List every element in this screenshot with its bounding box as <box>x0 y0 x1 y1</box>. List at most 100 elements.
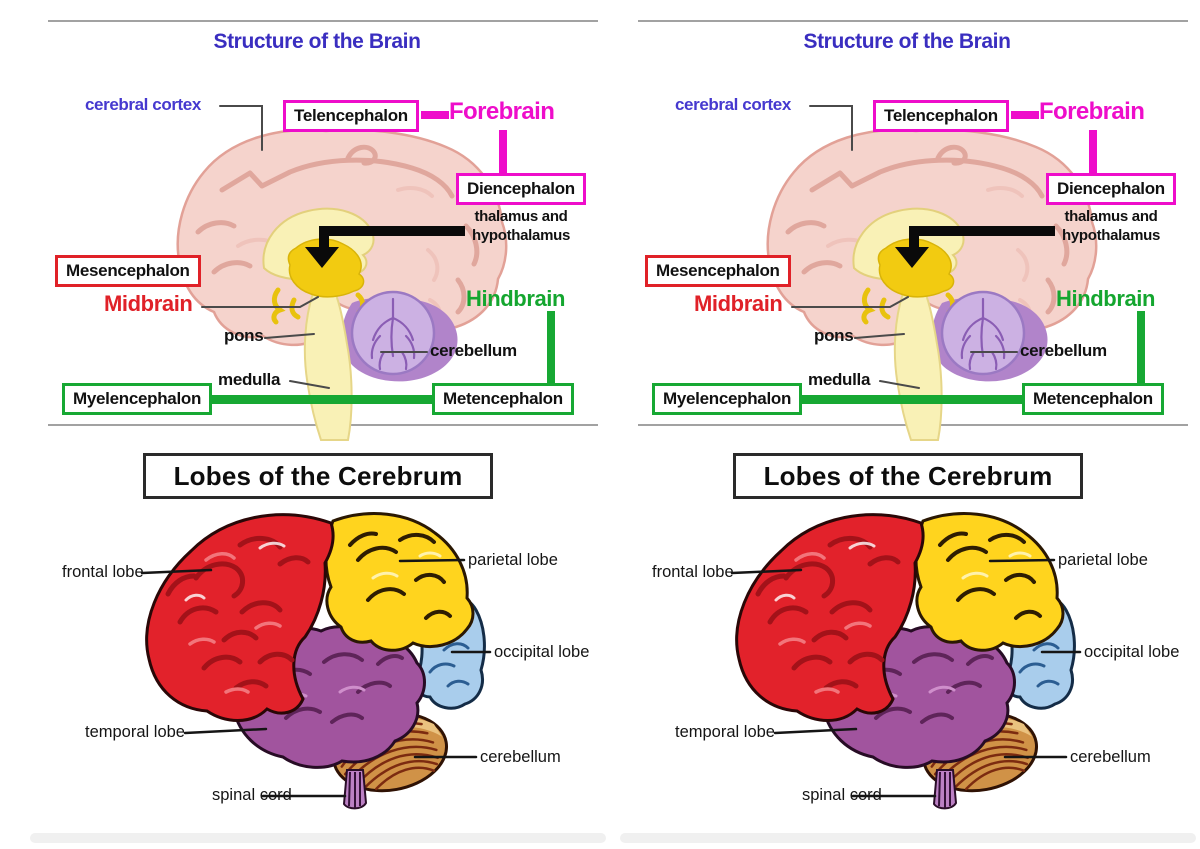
temporal-pointer <box>773 727 858 735</box>
brainstem-shape <box>893 290 943 441</box>
myelencephalon-metencephalon-bar <box>209 395 433 404</box>
cerebral-cortex-label: cerebral cortex <box>85 95 201 114</box>
frontal-gyri <box>165 536 311 691</box>
structure-title: Structure of the Brain <box>803 30 1011 53</box>
brain-diagrams-artwork <box>140 105 555 810</box>
spinal-cord-label: spinal cord <box>802 786 882 804</box>
top-divider-line <box>638 20 1188 22</box>
bottom-thumbnail-edge <box>620 833 1196 843</box>
pons-label: pons <box>814 326 854 345</box>
hindbrain-label: Hindbrain <box>466 286 566 311</box>
mesencephalon-box: Mesencephalon <box>55 255 201 287</box>
hindbrain-metencephalon-bar <box>547 311 555 387</box>
telencephalon-forebrain-bar <box>421 111 449 119</box>
forebrain-label: Forebrain <box>449 98 555 125</box>
diencephalon-box: Diencephalon <box>456 173 586 205</box>
pons-label: pons <box>224 326 264 345</box>
diencephalon-box: Diencephalon <box>1046 173 1176 205</box>
temporal-lobe-label: temporal lobe <box>675 723 775 741</box>
frontal-glints <box>774 541 876 602</box>
occipital-lobe-label: occipital lobe <box>494 643 590 661</box>
medulla-label: medulla <box>808 370 871 389</box>
frontal-lobe-label: frontal lobe <box>652 563 734 581</box>
forebrain-diencephalon-bar <box>1089 130 1097 176</box>
midbrain-pointer <box>201 296 319 308</box>
spinal-cord-shape <box>932 769 958 810</box>
parietal-lobe-label: parietal lobe <box>468 551 558 569</box>
thalamus-arrow <box>305 226 465 268</box>
brainstem-shape <box>303 290 353 441</box>
diagram-column-right: Structure of the Brain cerebral cortex T… <box>618 0 1196 849</box>
frontal-gyri <box>755 536 901 691</box>
top-divider-line <box>48 20 598 22</box>
cerebral-cortex-label: cerebral cortex <box>675 95 791 114</box>
frontal-pointer <box>730 568 803 575</box>
pointer-lines-lobes <box>730 558 1082 798</box>
cerebellum-lobes-label: cerebellum <box>1070 748 1151 766</box>
cerebral-cortex-pointer <box>219 105 263 151</box>
lateral-brain-illustration <box>145 512 486 810</box>
myelencephalon-box: Myelencephalon <box>652 383 803 415</box>
midbrain-label: Midbrain <box>694 291 783 316</box>
hindbrain-metencephalon-bar <box>1137 311 1145 387</box>
pons-pointer <box>264 333 315 339</box>
myelencephalon-box: Myelencephalon <box>62 383 213 415</box>
pons-pointer <box>854 333 905 339</box>
parietal-lobe-shape <box>914 512 1065 652</box>
spinal-cord-shape <box>342 769 368 810</box>
frontal-pointer <box>140 568 213 575</box>
lobes-title-box: Lobes of the Cerebrum <box>733 453 1083 499</box>
parietal-lobe-shape <box>324 512 475 652</box>
frontal-highlights <box>778 552 872 694</box>
bottom-thumbnail-edge <box>30 833 606 843</box>
medulla-pointer <box>879 380 920 389</box>
frontal-lobe-label: frontal lobe <box>62 563 144 581</box>
thalamus-shape <box>877 238 955 298</box>
parietal-pointer <box>398 558 466 563</box>
metencephalon-box: Metencephalon <box>432 383 574 415</box>
parietal-highlights <box>961 551 1032 580</box>
parietal-lobe-label: parietal lobe <box>1058 551 1148 569</box>
hindbrain-label: Hindbrain <box>1056 286 1156 311</box>
cerebellum-structure-label: cerebellum <box>1020 341 1107 360</box>
midbrain-pointer <box>791 296 909 308</box>
medulla-pointer <box>289 380 330 389</box>
parietal-gyri <box>348 531 452 620</box>
metencephalon-box: Metencephalon <box>1022 383 1164 415</box>
temporal-lobe-label: temporal lobe <box>85 723 185 741</box>
frontal-highlights <box>188 552 282 694</box>
thalamus-arrow <box>895 226 1055 268</box>
telencephalon-box: Telencephalon <box>283 100 419 132</box>
parietal-pointer <box>988 558 1056 563</box>
occipital-lobe-label: occipital lobe <box>1084 643 1180 661</box>
parietal-highlights <box>371 551 442 580</box>
cerebellum-structure-label: cerebellum <box>430 341 517 360</box>
telencephalon-forebrain-bar <box>1011 111 1039 119</box>
diagram-column-left: Structure of the Brain cerebral cortex T… <box>28 0 606 849</box>
pointer-lines-lobes <box>140 558 492 798</box>
lobes-title-box: Lobes of the Cerebrum <box>143 453 493 499</box>
thalamus-shape <box>287 238 365 298</box>
thalamus-hypothalamus-label: thalamus and hypothalamus <box>471 208 571 244</box>
forebrain-label: Forebrain <box>1039 98 1145 125</box>
pointer-lines-structure <box>201 105 428 389</box>
frontal-lobe-shape <box>145 513 335 722</box>
lateral-brain-illustration <box>735 512 1076 810</box>
forebrain-diencephalon-bar <box>499 130 507 176</box>
spinal-cord-label: spinal cord <box>212 786 292 804</box>
hierarchy-connectors <box>209 111 555 404</box>
hierarchy-connectors <box>799 111 1145 404</box>
parietal-gyri <box>938 531 1042 620</box>
frontal-lobe-shape <box>735 513 925 722</box>
frontal-glints <box>184 541 286 602</box>
mesencephalon-box: Mesencephalon <box>645 255 791 287</box>
pointer-lines-structure <box>791 105 1018 389</box>
brain-diagrams-artwork <box>730 105 1145 810</box>
cerebral-cortex-pointer <box>809 105 853 151</box>
cerebellum-lobes-label: cerebellum <box>480 748 561 766</box>
sagittal-brain-illustration <box>766 128 1098 441</box>
cerebrum-sulci-lines <box>195 144 480 315</box>
midbrain-label: Midbrain <box>104 291 193 316</box>
structure-title: Structure of the Brain <box>213 30 421 53</box>
